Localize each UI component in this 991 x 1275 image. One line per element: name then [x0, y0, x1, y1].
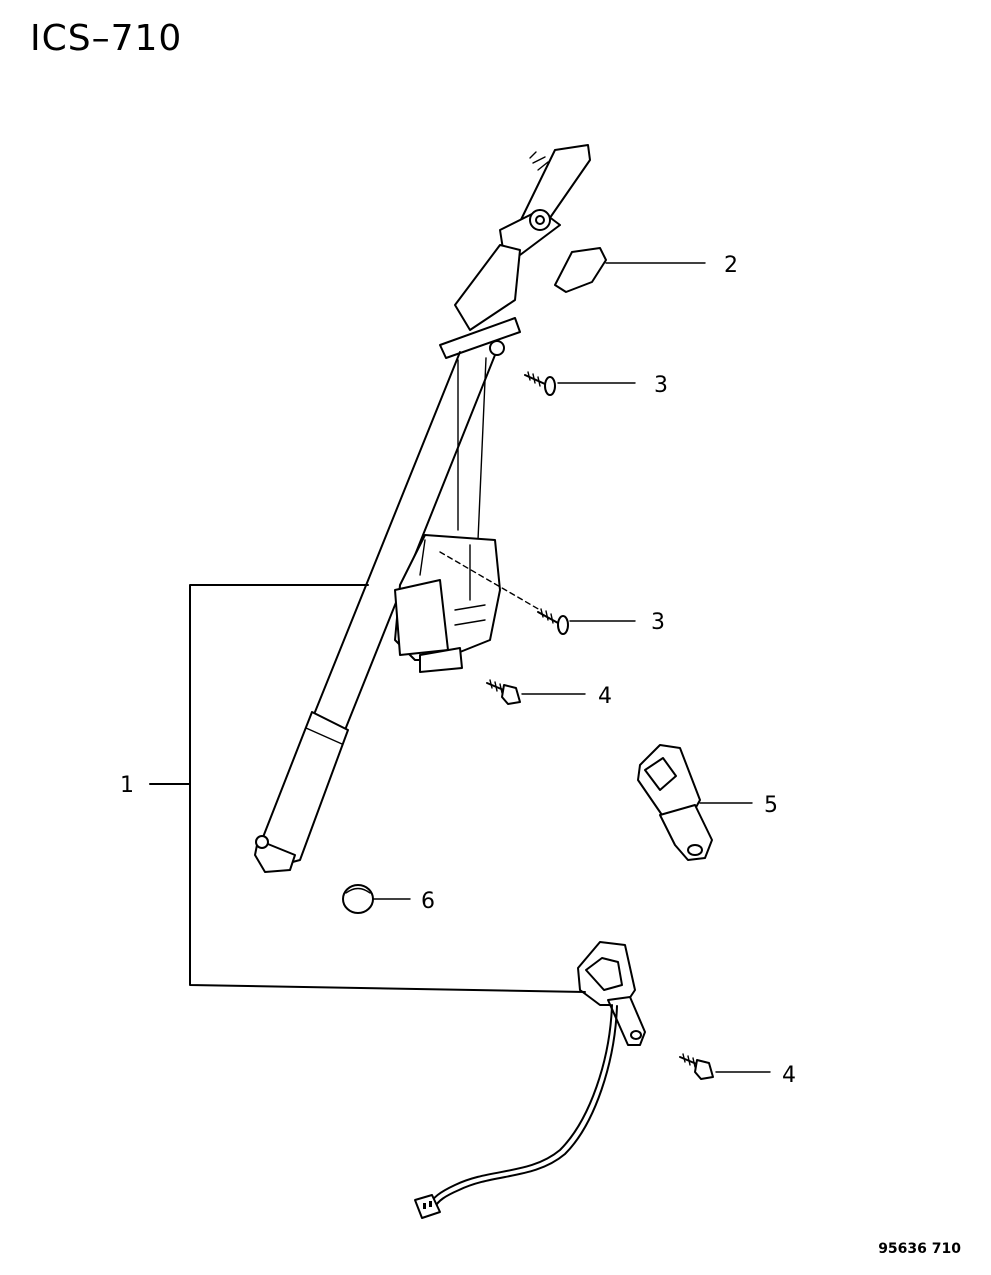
webbing-strap-icon	[314, 351, 496, 731]
callout-5: 5	[764, 793, 778, 818]
callout-3-lower: 3	[651, 610, 665, 635]
retractor-icon	[394, 534, 541, 673]
callout-4-lower: 4	[782, 1063, 796, 1088]
callout-4-upper: 4	[598, 684, 612, 709]
screw-icon-lower	[537, 608, 636, 635]
buckle-tongue-icon	[637, 744, 753, 861]
bolt-icon-lower	[679, 1053, 771, 1080]
lower-anchor-sleeve-icon	[254, 711, 349, 873]
screw-icon	[524, 371, 636, 396]
callout-2: 2	[724, 253, 738, 278]
diagram-title: ICS–710	[30, 18, 183, 59]
bolt-icon	[486, 679, 586, 705]
callout-6: 6	[421, 889, 435, 914]
footer-code: 95636 710	[878, 1241, 961, 1257]
buckle-with-wire-icon	[414, 941, 646, 1219]
cap-icon	[342, 884, 411, 914]
anchor-cover-icon	[554, 247, 706, 293]
upper-anchor-icon	[439, 144, 591, 359]
assembly-bracket	[149, 584, 586, 993]
callout-1: 1	[120, 773, 134, 798]
callout-3-upper: 3	[654, 373, 668, 398]
